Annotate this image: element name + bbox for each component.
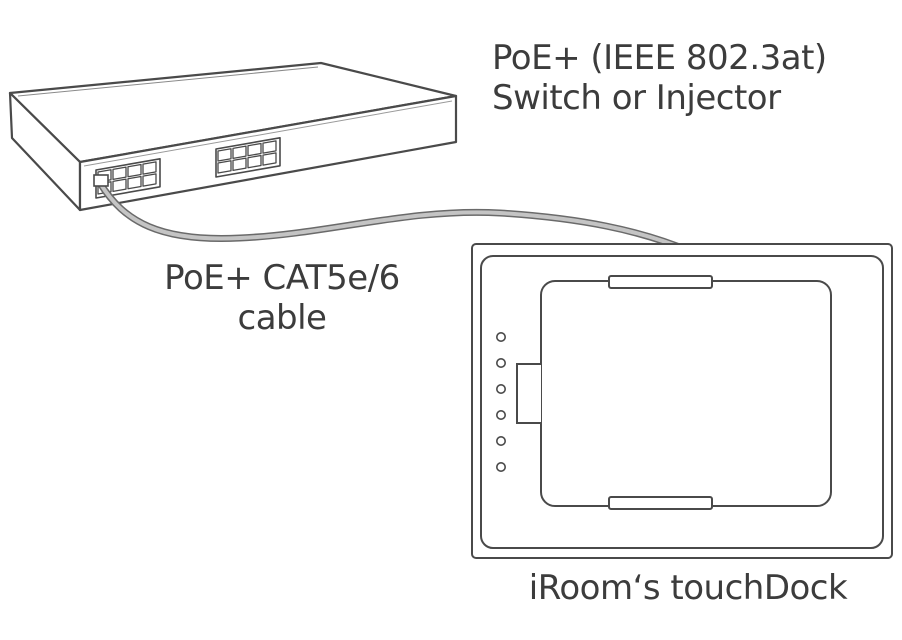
top-clamp [608, 275, 713, 289]
ethernet-port [112, 166, 127, 181]
ethernet-port [262, 152, 277, 166]
status-led [495, 435, 506, 446]
cable-plug [93, 174, 109, 187]
ethernet-port [142, 173, 157, 187]
status-led [495, 331, 506, 342]
ethernet-port [262, 140, 277, 154]
switch-label: PoE+ (IEEE 802.3at) Switch or Injector [492, 38, 827, 118]
status-led [495, 409, 506, 420]
tablet-outline [540, 280, 832, 507]
cable-label-line1: PoE+ CAT5e/6 [164, 258, 400, 298]
ethernet-port [232, 157, 247, 172]
cable-line [98, 181, 694, 254]
ethernet-port [217, 160, 232, 174]
ethernet-port [217, 148, 232, 162]
dock-label: iRoom‘s touchDock [528, 568, 848, 608]
touchdock-illustration [471, 243, 893, 559]
ethernet-cable [93, 174, 696, 256]
bottom-clamp [608, 496, 713, 510]
ethernet-port [127, 163, 142, 178]
ethernet-port [112, 178, 127, 193]
ethernet-port [142, 161, 157, 175]
ethernet-port [247, 142, 262, 157]
switch-label-line2: Switch or Injector [492, 78, 781, 118]
side-connector [516, 363, 541, 424]
ethernet-port [232, 145, 247, 160]
status-led [495, 461, 506, 472]
status-led [495, 357, 506, 368]
ethernet-port [127, 175, 142, 190]
ethernet-port [247, 154, 262, 169]
status-led [495, 383, 506, 394]
switch-label-line1: PoE+ (IEEE 802.3at) [492, 38, 827, 78]
status-led-column [495, 331, 506, 472]
poe-switch-illustration [8, 61, 458, 212]
cable-label: PoE+ CAT5e/6 cable [120, 258, 444, 338]
cable-label-line2: cable [237, 298, 327, 338]
